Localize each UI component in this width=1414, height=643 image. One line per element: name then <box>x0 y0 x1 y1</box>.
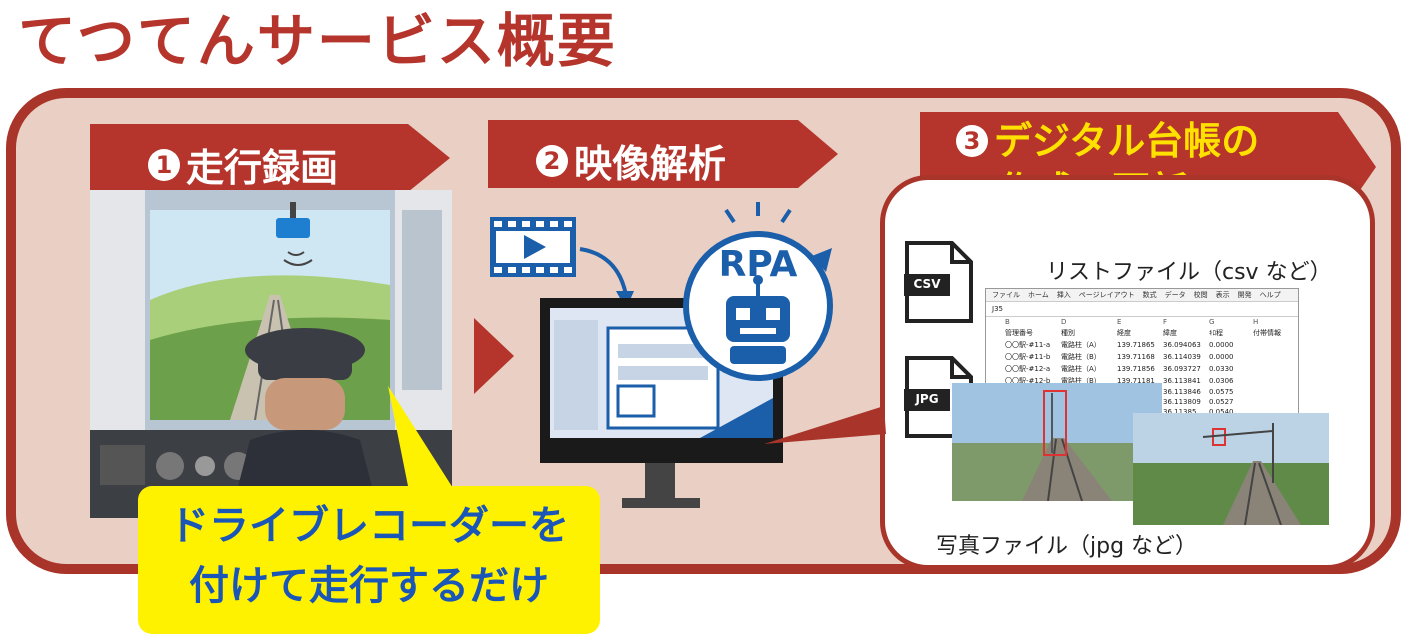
table-header: 管理番号 <box>1005 329 1033 337</box>
table-cell: 139.71865 <box>1117 341 1155 349</box>
table-cell: 36.113809 <box>1163 398 1201 406</box>
table-header: 経度 <box>1117 329 1131 337</box>
bubble-line-1: ドライブレコーダーを <box>169 503 569 549</box>
table-cell: 電路柱（B） <box>1061 377 1101 385</box>
table-row: 36.113846 0.0575 <box>1004 387 1294 397</box>
rpa-robot-icon: RPA <box>676 196 846 390</box>
ribbon-tab: 数式 <box>1142 291 1157 299</box>
table-cell: 電路柱（B） <box>1061 353 1101 361</box>
column-header: B <box>1005 318 1010 326</box>
table-header: 緯度 <box>1163 329 1177 337</box>
flow-arrow-icon <box>474 318 514 394</box>
column-header: F <box>1163 318 1168 326</box>
table-cell: 0.0000 <box>1209 341 1234 349</box>
column-header: E <box>1117 318 1122 326</box>
photo-file-caption: 写真ファイル（jpg など） <box>936 534 1198 559</box>
table-cell: 139.71168 <box>1117 353 1155 361</box>
table-cell: 36.113846 <box>1163 388 1201 396</box>
track-photo-2 <box>1133 413 1329 525</box>
table-header: 種別 <box>1061 329 1075 337</box>
train-cab-illustration <box>90 190 452 518</box>
table-cell: 電路柱（A） <box>1061 365 1101 373</box>
jpg-badge: JPG <box>915 392 939 406</box>
csv-badge: CSV <box>913 277 941 291</box>
table-cell: 36.093727 <box>1163 365 1201 373</box>
ribbon-tab: ファイル <box>992 291 1020 299</box>
table-cell: 〇〇駅-#11-b <box>1005 353 1051 361</box>
table-cell: 36.094063 <box>1163 341 1201 349</box>
table-cell: 〇〇駅-#12-b <box>1005 377 1051 385</box>
table-row: 36.11385 0.0540 <box>1004 407 1294 417</box>
page-title: てつてんサービス概要 <box>18 7 617 75</box>
table-row: 〇〇駅-#12-b 電路柱（B） 139.71181 36.113841 0.0306 <box>1004 375 1294 387</box>
table-cell: 0.0000 <box>1209 353 1234 361</box>
table-cell: 0.0527 <box>1209 398 1234 406</box>
table-cell: 〇〇駅-#12-a <box>1005 365 1051 373</box>
table-cell: 0.0575 <box>1209 388 1234 396</box>
table-cell: 〇〇駅-#11-a <box>1005 341 1051 349</box>
table-header: 付帯情報 <box>1253 329 1281 337</box>
step-1-label: 走行録画 <box>186 146 339 190</box>
step-2-number-icon: 2 <box>536 144 568 177</box>
step-3-label-line1: デジタル台帳の <box>994 119 1260 163</box>
column-header: D <box>1061 318 1067 326</box>
rpa-label: RPA <box>718 244 798 285</box>
ribbon-tab: ヘルプ <box>1259 291 1281 299</box>
step-1-number-icon: 1 <box>148 148 180 181</box>
table-row: 36.113809 0.0527 <box>1004 397 1294 407</box>
ribbon-tab: ホーム <box>1028 291 1049 299</box>
table-cell: 0.0330 <box>1209 365 1234 373</box>
csv-file-icon: CSV <box>904 240 974 324</box>
ribbon-tab: 開発 <box>1237 291 1252 299</box>
callout-connector <box>764 406 886 444</box>
ribbon-tab: ページレイアウト <box>1078 291 1135 299</box>
table-cell: 0.0306 <box>1209 377 1234 385</box>
table-cell: 36.114039 <box>1163 353 1201 361</box>
table-row: 〇〇駅-#12-a 電路柱（A） 139.71856 36.093727 0.0330 <box>1004 363 1294 375</box>
step-1-header: 1 走行録画 <box>90 124 450 192</box>
table-cell: 36.11385 <box>1163 408 1197 416</box>
ribbon-tab: 挿入 <box>1056 291 1071 299</box>
ribbon-tab: データ <box>1164 291 1186 299</box>
spreadsheet-ribbon: ファイル ホーム 挿入 ページレイアウト 数式 データ 校閲 表示 開発 ヘルプ <box>986 289 1298 302</box>
table-cell: 139.71856 <box>1117 365 1155 373</box>
step-3-number-icon: 3 <box>956 125 988 157</box>
ribbon-tab: 校閲 <box>1193 291 1208 299</box>
video-file-icon <box>490 217 634 309</box>
table-row: 〇〇駅-#11-b 電路柱（B） 139.71168 36.114039 0.0000 <box>1004 351 1294 363</box>
list-file-caption: リストファイル（csv など） <box>1046 260 1332 285</box>
speech-bubble-tail <box>388 386 458 496</box>
ribbon-tab: 表示 <box>1215 291 1230 299</box>
bubble-line-2: 付けて走行するだけ <box>189 563 549 609</box>
cell-reference: J35 <box>986 302 1298 317</box>
column-header: H <box>1253 318 1259 326</box>
table-cell: 0.0540 <box>1209 408 1234 416</box>
table-row: 〇〇駅-#11-a 電路柱（A） 139.71865 36.094063 0.0000 <box>1004 339 1294 351</box>
step-2-header: 2 映像解析 <box>488 120 838 188</box>
spreadsheet-table: B D E F G H 管理番号 種別 経度 緯度 ｷﾛ程 付帯情報 〇〇駅-#… <box>1004 317 1294 417</box>
table-header: ｷﾛ程 <box>1209 329 1223 337</box>
track-photo-1 <box>952 383 1162 501</box>
step-2-label: 映像解析 <box>574 142 727 186</box>
table-cell: 36.113841 <box>1163 377 1201 385</box>
table-cell: 電路柱（A） <box>1061 341 1101 349</box>
speech-bubble: ドライブレコーダーを 付けて走行するだけ <box>138 486 600 634</box>
column-header: G <box>1209 318 1215 326</box>
table-cell: 139.71181 <box>1117 377 1155 385</box>
